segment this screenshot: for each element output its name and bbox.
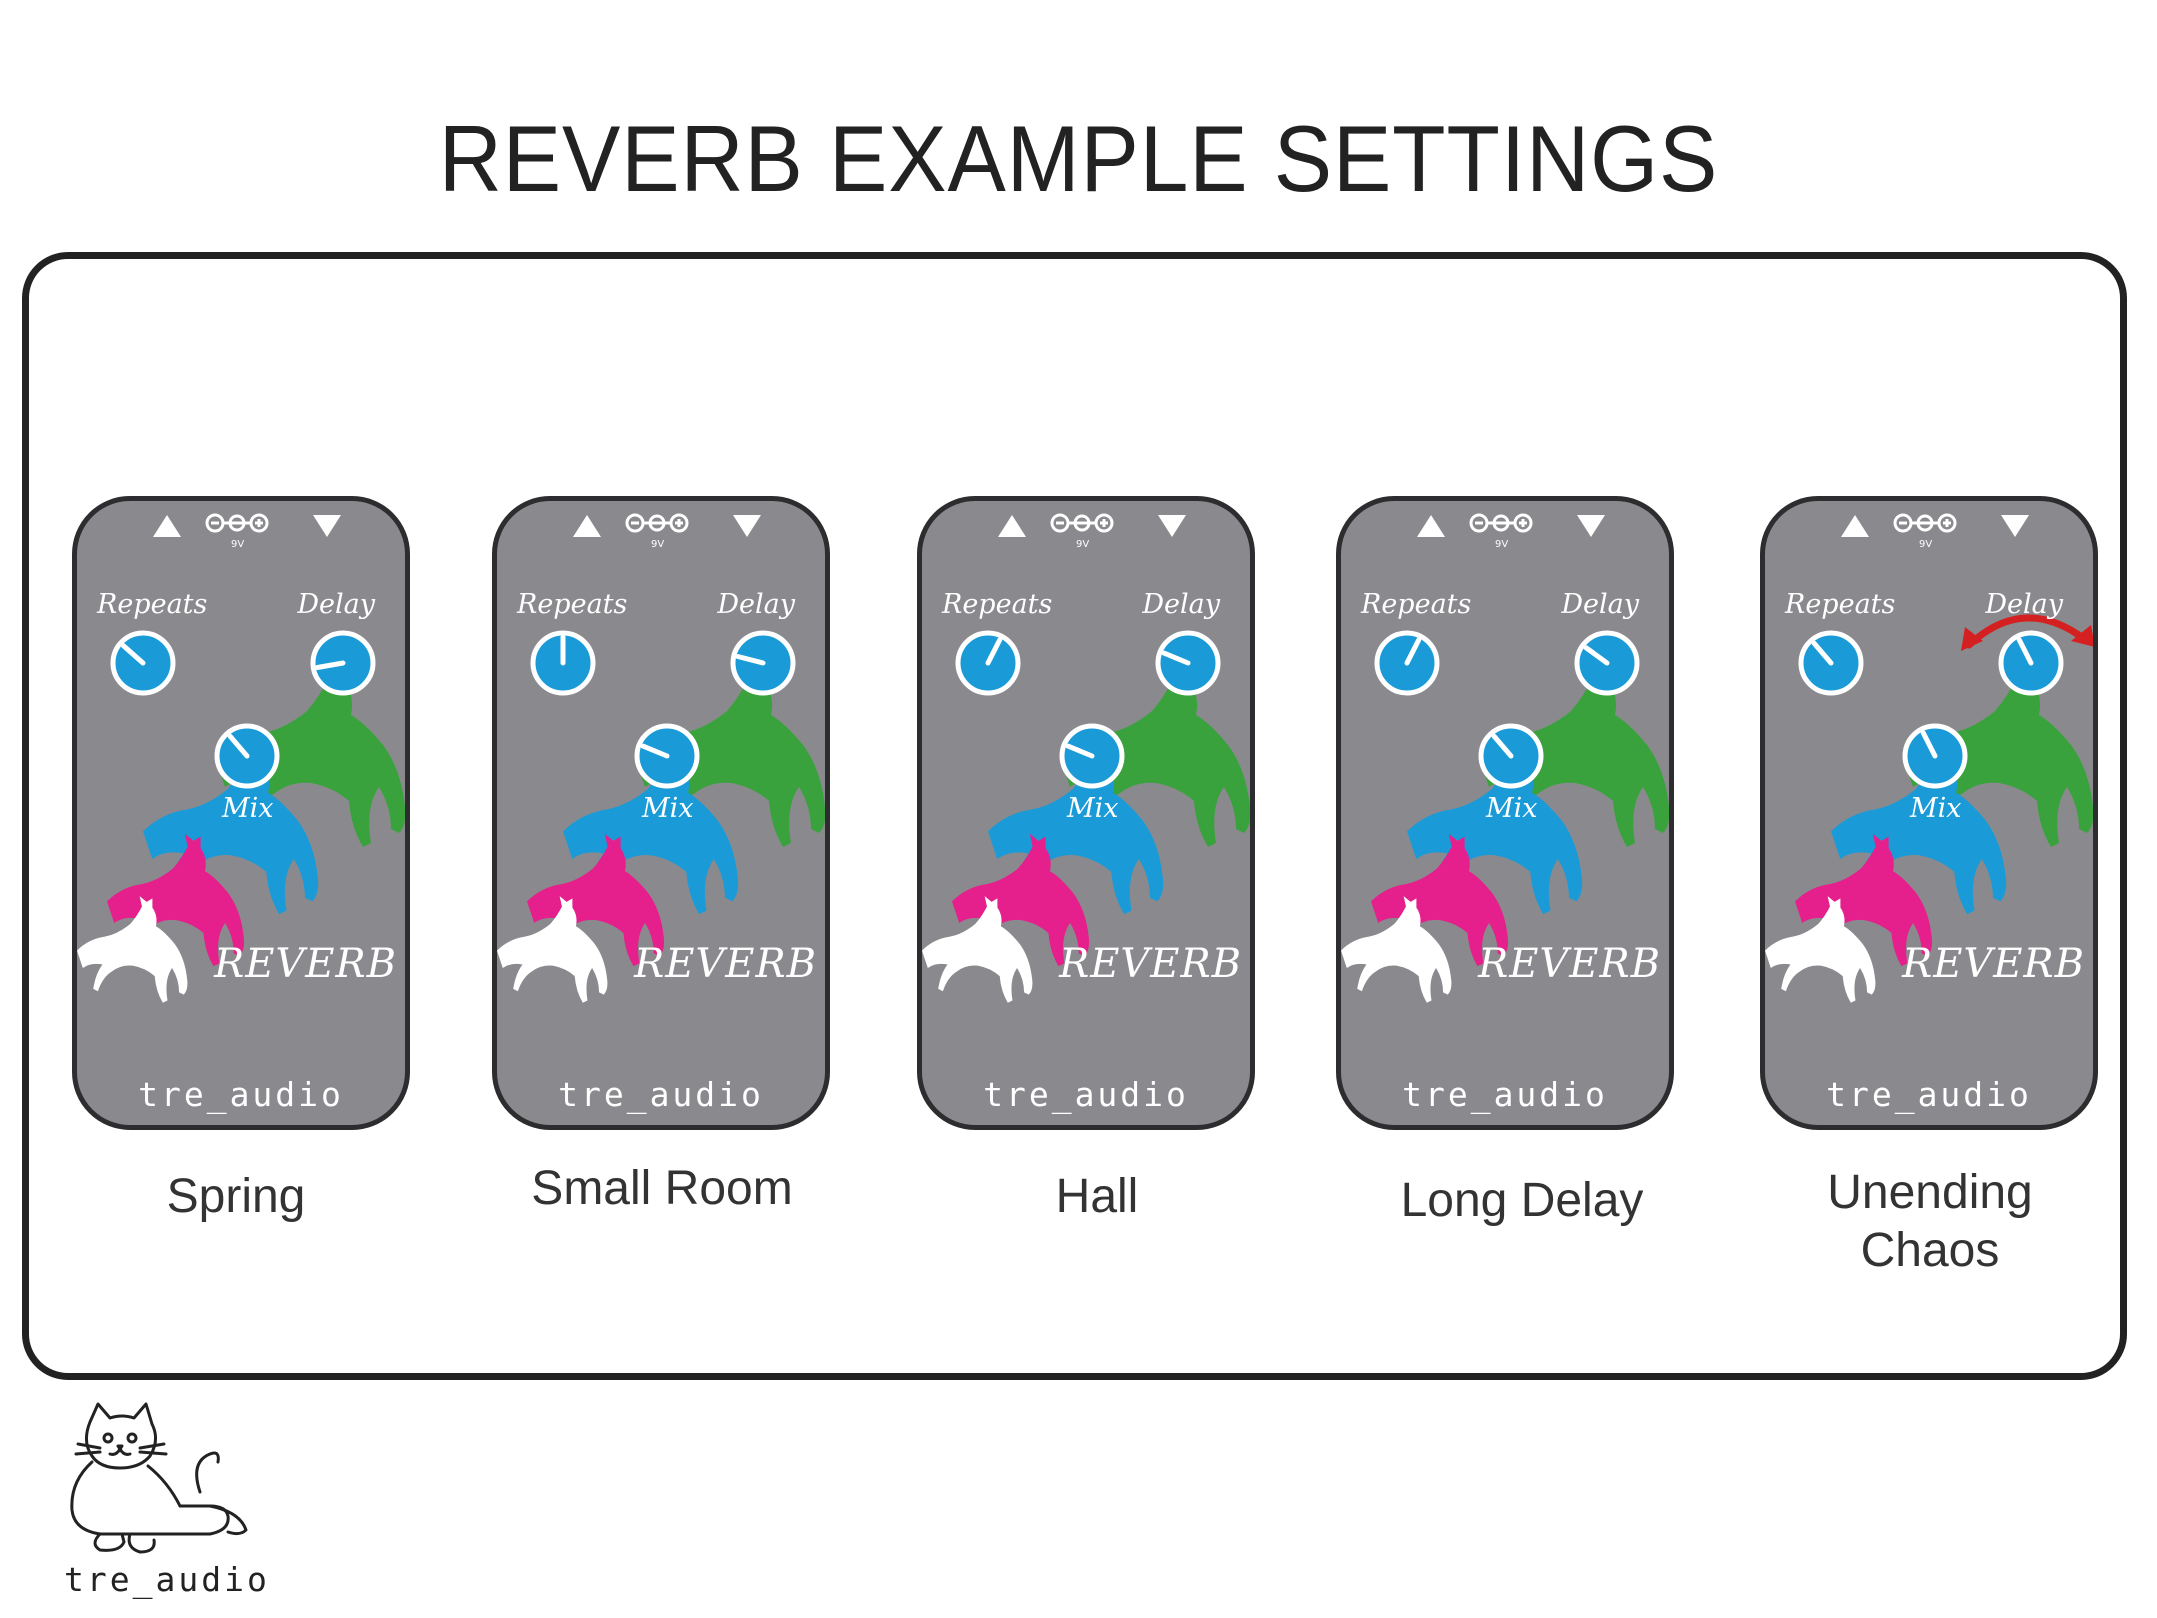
pedal-brand: tre_audio <box>1402 1075 1608 1114</box>
mix-label: Mix <box>222 793 274 824</box>
power-jack-icon <box>625 513 689 533</box>
power-label: 9V <box>1919 539 1932 550</box>
repeats-label: Repeats <box>1785 589 1896 620</box>
pedal-name: REVERB <box>1902 941 2085 987</box>
settings-panel <box>22 252 2127 1380</box>
power-label: 9V <box>651 539 664 550</box>
caption-line: Chaos <box>1860 1224 2000 1277</box>
power-jack-icon <box>205 513 269 533</box>
delay-knob[interactable] <box>1998 630 2064 696</box>
pedal-name: REVERB <box>214 941 397 987</box>
pedal-preset-3: 9V Repeats Delay Mix REVERB tre_audio <box>917 496 1255 1130</box>
cat-silhouette-icon <box>1765 896 1876 1003</box>
power-label: 9V <box>1076 539 1089 550</box>
preset-caption: Long Delay <box>1322 1172 1722 1230</box>
mix-label: Mix <box>1910 793 1962 824</box>
mix-knob[interactable] <box>1478 723 1544 789</box>
pedal-name: REVERB <box>1478 941 1661 987</box>
repeats-label: Repeats <box>97 589 208 620</box>
preset-caption: Spring <box>36 1168 436 1226</box>
output-arrow-icon <box>1577 515 1605 537</box>
repeats-knob[interactable] <box>955 630 1021 696</box>
repeats-label: Repeats <box>1361 589 1472 620</box>
delay-knob[interactable] <box>310 630 376 696</box>
delay-label: Delay <box>1985 589 2063 620</box>
pedal-preset-4: 9V Repeats Delay Mix REVERB tre_audio <box>1336 496 1674 1130</box>
output-arrow-icon <box>2001 515 2029 537</box>
preset-caption: Small Room <box>462 1160 862 1218</box>
input-arrow-icon <box>573 515 601 537</box>
delay-knob[interactable] <box>730 630 796 696</box>
delay-label: Delay <box>1142 589 1220 620</box>
mix-label: Mix <box>1486 793 1538 824</box>
output-arrow-icon <box>313 515 341 537</box>
repeats-label: Repeats <box>942 589 1053 620</box>
caption-line: Long Delay <box>1400 1174 1644 1227</box>
input-arrow-icon <box>153 515 181 537</box>
pedal-brand: tre_audio <box>1826 1075 2032 1114</box>
power-jack-icon <box>1893 513 1957 533</box>
power-label: 9V <box>1495 539 1508 550</box>
pedal-brand: tre_audio <box>138 1075 344 1114</box>
mix-label: Mix <box>642 793 694 824</box>
delay-knob[interactable] <box>1574 630 1640 696</box>
input-arrow-icon <box>1841 515 1869 537</box>
mix-label: Mix <box>1067 793 1119 824</box>
input-arrow-icon <box>998 515 1026 537</box>
cat-silhouette-icon <box>497 896 608 1003</box>
cat-silhouette-icon <box>1341 896 1452 1003</box>
delay-label: Delay <box>297 589 375 620</box>
double-arrow-icon <box>1965 614 2091 649</box>
caption-line: Small Room <box>531 1162 793 1215</box>
pedal-preset-2: 9V Repeats Delay Mix REVERB tre_audio <box>492 496 830 1130</box>
pedal-preset-1: 9V Repeats Delay Mix REVERB tre_audio <box>72 496 410 1130</box>
preset-caption: Hall <box>897 1168 1297 1226</box>
brand-logo-text: tre_audio <box>64 1560 270 1599</box>
output-arrow-icon <box>1158 515 1186 537</box>
repeats-knob[interactable] <box>1798 630 1864 696</box>
pedal-preset-5: 9V Repeats Delay Mix REVERB tre_audio <box>1760 496 2098 1130</box>
caption-line: Spring <box>166 1170 306 1223</box>
mix-knob[interactable] <box>1059 723 1125 789</box>
power-label: 9V <box>231 539 244 550</box>
output-arrow-icon <box>733 515 761 537</box>
cat-silhouette-icon <box>77 896 188 1003</box>
mix-knob[interactable] <box>1902 723 1968 789</box>
power-jack-icon <box>1050 513 1114 533</box>
arrow-head-left <box>1961 627 1983 651</box>
delay-knob[interactable] <box>1155 630 1221 696</box>
power-jack-icon <box>1469 513 1533 533</box>
page-title: REVERB EXAMPLE SETTINGS <box>438 106 1719 211</box>
arrow-head-right <box>2071 625 2093 647</box>
caption-line: Hall <box>1055 1170 1139 1223</box>
repeats-knob[interactable] <box>110 630 176 696</box>
repeats-knob[interactable] <box>1374 630 1440 696</box>
pedal-brand: tre_audio <box>983 1075 1189 1114</box>
delay-label: Delay <box>717 589 795 620</box>
caption-line: Unending <box>1827 1166 2033 1219</box>
cat-silhouette-icon <box>922 896 1033 1003</box>
mix-knob[interactable] <box>214 723 280 789</box>
input-arrow-icon <box>1417 515 1445 537</box>
repeats-knob[interactable] <box>530 630 596 696</box>
cat-logo-icon <box>70 1402 248 1554</box>
pedal-brand: tre_audio <box>558 1075 764 1114</box>
pedal-name: REVERB <box>634 941 817 987</box>
delay-label: Delay <box>1561 589 1639 620</box>
mix-knob[interactable] <box>634 723 700 789</box>
repeats-label: Repeats <box>517 589 628 620</box>
pedal-name: REVERB <box>1059 941 1242 987</box>
